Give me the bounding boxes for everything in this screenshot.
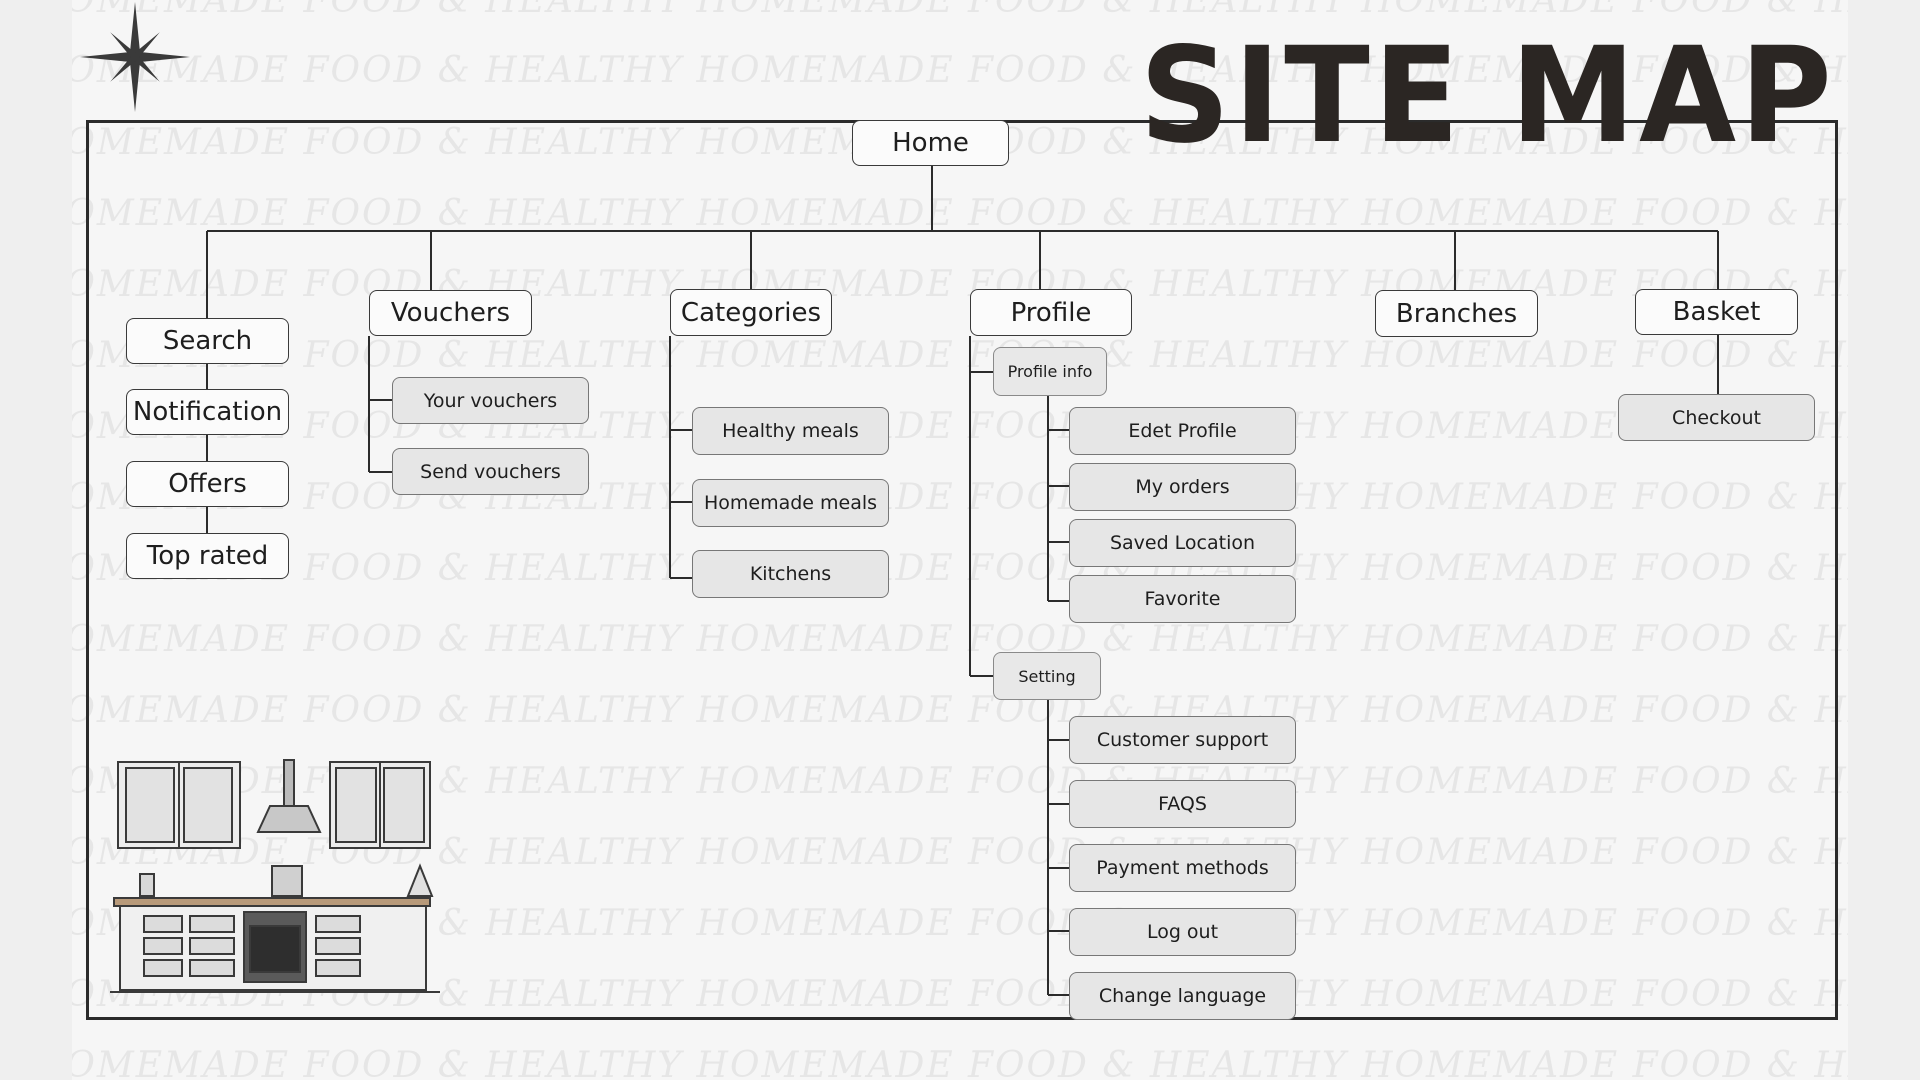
node-customer-support[interactable]: Customer support xyxy=(1069,716,1296,764)
node-branches[interactable]: Branches xyxy=(1375,290,1538,337)
node-my-orders[interactable]: My orders xyxy=(1069,463,1296,511)
node-basket[interactable]: Basket xyxy=(1635,289,1798,335)
node-send-vouchers[interactable]: Send vouchers xyxy=(392,448,589,495)
node-checkout[interactable]: Checkout xyxy=(1618,394,1815,441)
node-kitchens[interactable]: Kitchens xyxy=(692,550,889,598)
page-title: SITE MAP xyxy=(1140,19,1836,173)
node-home[interactable]: Home xyxy=(852,120,1009,166)
node-profile[interactable]: Profile xyxy=(970,289,1132,336)
node-your-vouchers[interactable]: Your vouchers xyxy=(392,377,589,424)
node-faqs[interactable]: FAQS xyxy=(1069,780,1296,828)
node-profile-info[interactable]: Profile info xyxy=(993,347,1107,396)
node-favorite[interactable]: Favorite xyxy=(1069,575,1296,623)
node-offers[interactable]: Offers xyxy=(126,461,289,507)
node-payment-methods[interactable]: Payment methods xyxy=(1069,844,1296,892)
node-homemade-meals[interactable]: Homemade meals xyxy=(692,479,889,527)
node-vouchers[interactable]: Vouchers xyxy=(369,290,532,336)
node-categories[interactable]: Categories xyxy=(670,289,832,336)
node-setting[interactable]: Setting xyxy=(993,652,1101,700)
node-notification[interactable]: Notification xyxy=(126,389,289,435)
node-top-rated[interactable]: Top rated xyxy=(126,533,289,579)
node-search[interactable]: Search xyxy=(126,318,289,364)
node-edet-profile[interactable]: Edet Profile xyxy=(1069,407,1296,455)
node-log-out[interactable]: Log out xyxy=(1069,908,1296,956)
node-saved-location[interactable]: Saved Location xyxy=(1069,519,1296,567)
node-healthy-meals[interactable]: Healthy meals xyxy=(692,407,889,455)
node-change-language[interactable]: Change language xyxy=(1069,972,1296,1020)
kitchen-illustration xyxy=(110,759,440,993)
four-point-star-icon xyxy=(80,2,190,112)
